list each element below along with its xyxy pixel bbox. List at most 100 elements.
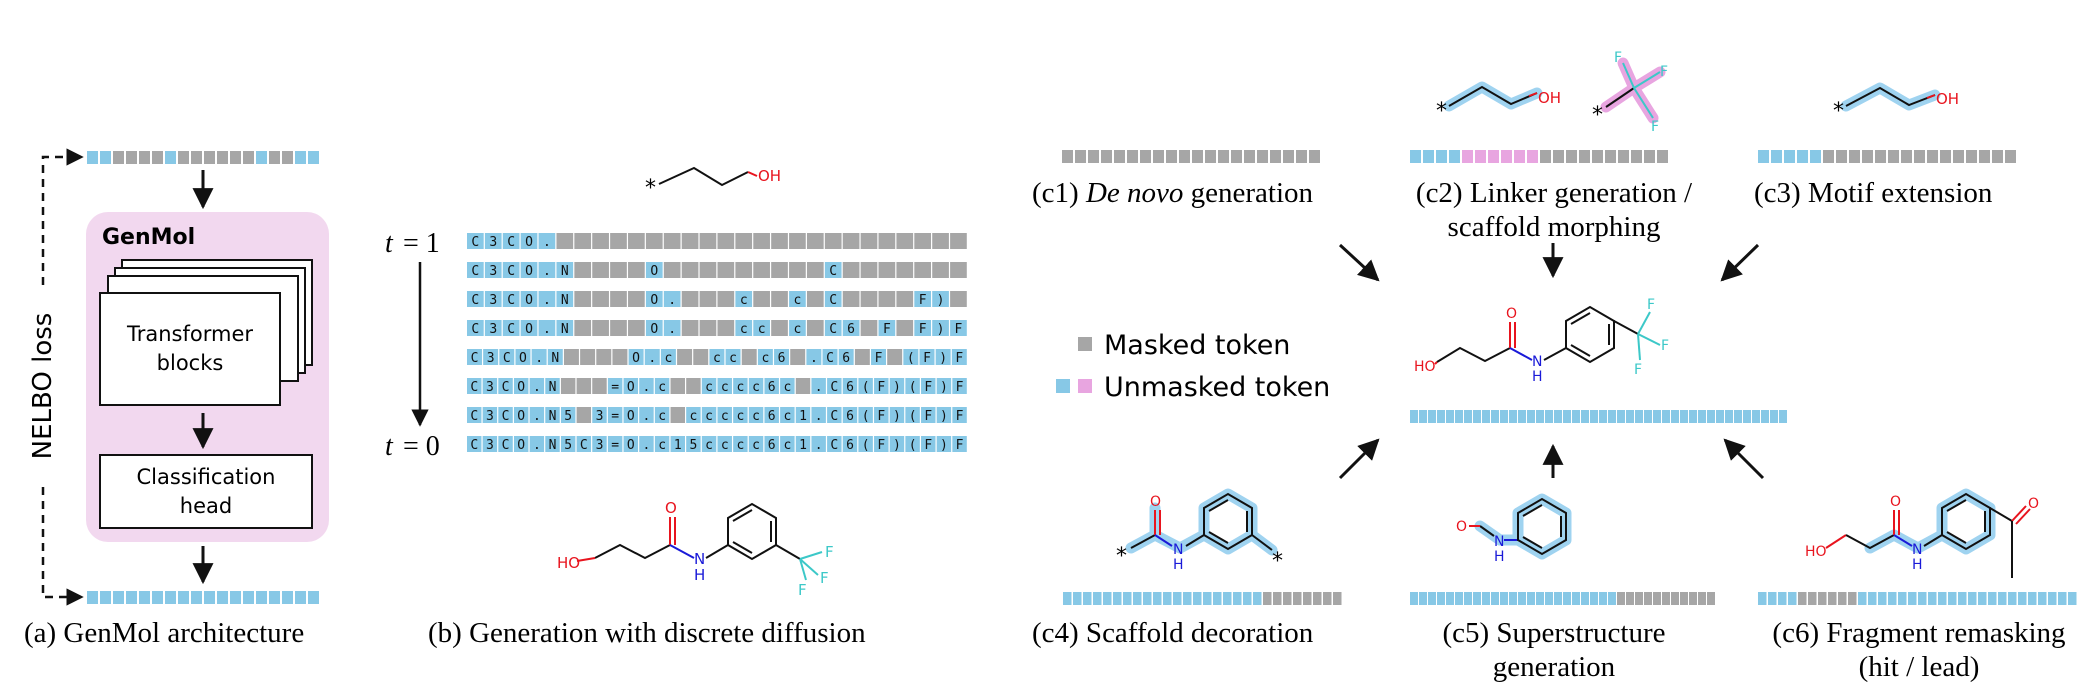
token-char: .	[533, 438, 541, 453]
masked-token	[628, 233, 645, 249]
unmasked-token	[1635, 410, 1643, 423]
masked-token	[842, 291, 860, 307]
masked-token	[1862, 150, 1873, 163]
token-char: c	[740, 293, 748, 308]
unmasked-token	[607, 436, 623, 452]
t0-value: = 0	[403, 431, 440, 462]
unmasked-token	[1464, 410, 1472, 423]
unmasked-token	[753, 320, 770, 336]
token-char: .	[815, 409, 823, 424]
unmasked-token	[538, 320, 556, 336]
unmasked-token	[1590, 592, 1598, 605]
unmasked-token	[1948, 592, 1957, 605]
unmasked-token	[556, 291, 574, 307]
unmasked-token	[243, 591, 254, 604]
unmasked-token	[87, 151, 98, 164]
token-char: N	[551, 351, 559, 366]
atom-f1: F	[820, 569, 829, 587]
unmasked-token	[842, 436, 858, 452]
unmasked-token	[1689, 410, 1697, 423]
masked-token	[645, 233, 663, 249]
unmasked-token	[100, 151, 111, 164]
nelbo-loop-lower	[41, 487, 84, 606]
unmasked-token	[529, 407, 545, 423]
t1-label: t	[385, 228, 394, 259]
atom-f3: F	[798, 581, 807, 599]
masked-token	[1218, 150, 1229, 163]
token-char: O	[627, 438, 635, 453]
unmasked-token	[936, 407, 952, 423]
unmasked-token	[1698, 410, 1706, 423]
unmasked-token	[952, 436, 967, 452]
unmasked-token	[2068, 592, 2077, 605]
unmasked-token	[921, 407, 936, 423]
token-char: )	[893, 380, 901, 395]
masked-token	[1680, 592, 1688, 605]
unmasked-token	[1536, 592, 1544, 605]
unmasked-token	[1423, 150, 1434, 163]
unmasked-token	[780, 436, 795, 452]
legend-unmasked-label: Unmasked token	[1104, 372, 1330, 403]
token-char: C	[829, 322, 837, 337]
masked-token	[1273, 592, 1282, 605]
unmasked-token	[1644, 410, 1652, 423]
masked-token	[1166, 150, 1177, 163]
masked-token	[806, 291, 824, 307]
unmasked-token	[1410, 592, 1418, 605]
masked-token	[663, 233, 681, 249]
token-char: O	[519, 351, 527, 366]
unmasked-token	[789, 291, 806, 307]
token-char: N	[549, 438, 557, 453]
unmasked-token	[795, 436, 811, 452]
unmasked-token	[1758, 150, 1769, 163]
fragment-molecule-c2-a: * OH	[1436, 81, 1561, 124]
unmasked-token	[1153, 592, 1162, 605]
token-char: )	[937, 293, 945, 308]
masked-token	[790, 349, 806, 365]
token-char: )	[939, 351, 947, 366]
unmasked-token	[1509, 410, 1517, 423]
nelbo-loss-label: NELBO loss	[28, 313, 58, 460]
unmasked-token	[529, 378, 545, 394]
unmasked-token	[1752, 410, 1760, 423]
token-char: C	[830, 380, 838, 395]
masked-token	[1662, 592, 1670, 605]
token-char: C	[830, 438, 838, 453]
masked-token	[1579, 150, 1590, 163]
unmasked-token	[914, 320, 932, 336]
unmasked-token	[748, 407, 764, 423]
token-char: .	[815, 380, 823, 395]
token-char: O	[525, 293, 533, 308]
unmasked-token	[1958, 592, 1967, 605]
masked-token	[1979, 150, 1990, 163]
masked-token	[1283, 592, 1292, 605]
masked-token	[1653, 592, 1661, 605]
unmasked-token	[628, 349, 644, 365]
unmasked-token	[842, 378, 858, 394]
unmasked-token	[1173, 592, 1182, 605]
unmasked-token	[1716, 410, 1724, 423]
unmasked-token	[1563, 410, 1571, 423]
unmasked-token	[556, 262, 574, 278]
unmasked-token	[921, 378, 936, 394]
token-char: F	[924, 438, 932, 453]
token-char: N	[561, 293, 569, 308]
token-char: F	[919, 293, 927, 308]
masked-token	[574, 233, 592, 249]
unmasked-token	[178, 591, 189, 604]
masked-token	[2005, 150, 2016, 163]
token-char: )	[893, 409, 901, 424]
token-char: 6	[846, 438, 854, 453]
masked-token	[1823, 150, 1834, 163]
masked-token	[699, 262, 717, 278]
unmasked-token	[545, 378, 560, 394]
unmasked-token	[467, 436, 482, 452]
unmasked-token	[874, 407, 889, 423]
unmasked-token	[1428, 592, 1436, 605]
head-label-line1: Classification	[137, 465, 276, 489]
atom-f1: F	[1647, 297, 1655, 313]
masked-token	[269, 151, 280, 164]
unmasked-token	[1437, 410, 1445, 423]
token-char: C	[507, 235, 515, 250]
caption-c2-line1: (c2) Linker generation /	[1416, 177, 1693, 209]
